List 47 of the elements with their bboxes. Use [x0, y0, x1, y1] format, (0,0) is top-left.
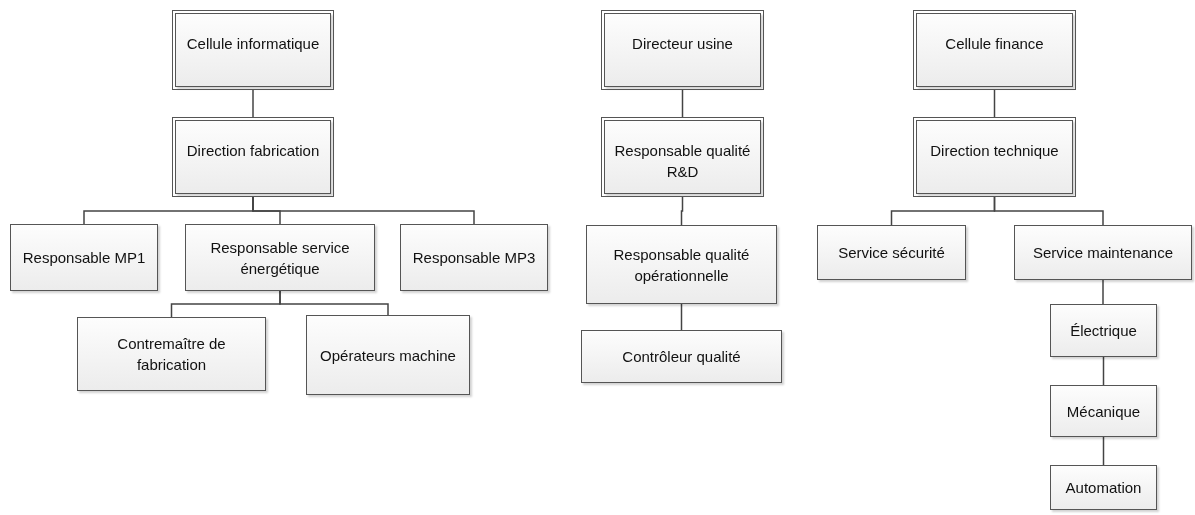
connector-line	[279, 290, 389, 316]
box-label: Service sécurité	[837, 243, 946, 263]
org-box	[1014, 225, 1192, 280]
box-label: Responsable service énergétique	[209, 237, 351, 279]
connector-line	[252, 89, 254, 118]
box-label: Cellule informatique	[185, 34, 321, 54]
box-label: Directeur usine	[631, 34, 734, 54]
box-label: Responsable qualité opérationnelle	[612, 244, 751, 286]
connector-line	[680, 303, 683, 331]
org-box	[400, 224, 548, 291]
connector-line	[1102, 436, 1105, 466]
org-box	[586, 225, 777, 304]
connector-line	[252, 196, 475, 225]
connector-line	[993, 196, 1104, 226]
box-label: Contremaître de fabrication	[116, 334, 227, 375]
connector-line	[1102, 356, 1105, 386]
org-box	[1050, 304, 1157, 357]
box-label: Direction fabrication	[185, 141, 321, 161]
org-box	[10, 224, 158, 291]
org-box	[916, 120, 1073, 194]
box-label: Électrique	[1069, 321, 1138, 341]
org-box	[185, 224, 375, 291]
org-box	[306, 315, 470, 395]
box-label: Opérateurs machine	[319, 345, 457, 366]
connector-line	[993, 89, 996, 118]
org-box	[604, 120, 761, 194]
box-label: Service maintenance	[1031, 243, 1175, 263]
box-label: Responsable MP1	[21, 248, 147, 268]
box-label: Automation	[1064, 478, 1143, 498]
org-box	[175, 120, 331, 194]
org-box	[77, 317, 266, 391]
box-label: Direction technique	[929, 141, 1060, 161]
connector-line	[681, 89, 684, 118]
box-label: Responsable qualité R&D	[613, 141, 752, 182]
org-box	[604, 13, 761, 87]
connector-line	[680, 196, 684, 226]
org-box	[817, 225, 966, 280]
org-box	[175, 13, 331, 87]
org-box	[1050, 385, 1157, 437]
org-box	[1050, 465, 1157, 510]
org-box	[581, 330, 782, 383]
box-label: Contrôleur qualité	[621, 347, 742, 367]
org-box	[916, 13, 1073, 87]
box-label: Cellule finance	[944, 34, 1045, 54]
connector-line	[1102, 279, 1104, 305]
box-label: Responsable MP3	[411, 248, 537, 268]
box-label: Mécanique	[1065, 401, 1142, 422]
